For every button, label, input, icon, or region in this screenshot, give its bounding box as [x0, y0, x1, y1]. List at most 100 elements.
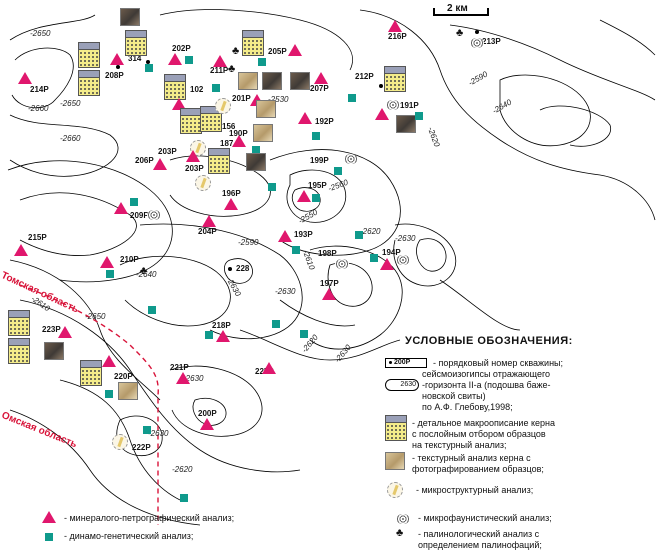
contour-label: -2660 — [60, 134, 81, 143]
contour-line — [449, 24, 656, 101]
mineral-analysis-marker — [380, 258, 394, 270]
well-label: 228 — [236, 264, 250, 273]
mineral-analysis-marker — [232, 135, 246, 147]
mineral-analysis-marker — [102, 355, 116, 367]
contour-line — [499, 74, 591, 147]
mineral-analysis-marker — [297, 190, 311, 202]
legend-palynology-icon: ♣ — [396, 527, 404, 539]
dynamo-analysis-marker — [106, 270, 114, 278]
legend-item-core-description: - детальное макроописание керна с послой… — [412, 418, 555, 450]
legend-core-icon — [385, 415, 407, 441]
well-point — [475, 30, 479, 34]
core-description-marker — [208, 148, 230, 174]
mineral-analysis-marker — [176, 372, 190, 384]
contour-line — [169, 365, 263, 437]
well-label: 314 — [128, 54, 142, 63]
mineral-analysis-marker — [18, 72, 32, 84]
contour-line — [291, 187, 321, 212]
dynamo-analysis-marker — [180, 494, 188, 502]
contour-line — [286, 169, 347, 223]
mineral-analysis-marker — [186, 150, 200, 162]
microfauna-marker — [344, 154, 358, 164]
well-label: 187 — [220, 139, 234, 148]
contour-line — [393, 223, 457, 287]
microfauna-marker — [396, 255, 410, 265]
legend-title: УСЛОВНЫЕ ОБОЗНАЧЕНИЯ: — [405, 335, 573, 347]
palynology-marker: ♣ — [232, 45, 240, 57]
texture-photo-marker — [290, 72, 310, 90]
dynamo-analysis-marker — [370, 254, 378, 262]
legend-item-texture-analysis: - текстурный анализ керна с фотографиров… — [412, 453, 544, 474]
contour-label: -2630 — [275, 287, 296, 296]
contour-line — [7, 160, 173, 283]
well-label: 213Р — [482, 37, 501, 46]
dynamo-analysis-marker — [312, 194, 320, 202]
core-description-marker — [78, 70, 100, 96]
contour-label: -2640 — [136, 270, 157, 279]
dynamo-analysis-marker — [355, 231, 363, 239]
palynology-marker: ♣ — [140, 265, 148, 277]
well-label: 197Р — [320, 279, 339, 288]
contour-line — [416, 238, 447, 272]
legend-well-sample: 200Р — [385, 358, 427, 368]
well-label: 200Р — [198, 409, 217, 418]
core-description-marker — [164, 74, 186, 100]
contour-line — [11, 47, 74, 109]
contour-line — [224, 258, 253, 284]
well-label: 215Р — [28, 233, 47, 242]
dynamo-analysis-marker — [300, 330, 308, 338]
well-label: 221Р — [170, 363, 189, 372]
contour-line — [192, 397, 227, 426]
mineral-analysis-marker — [200, 418, 214, 430]
mineral-analysis-marker — [14, 244, 28, 256]
well-label: 156 — [222, 122, 236, 131]
mineral-analysis-marker — [216, 330, 230, 342]
well-label: 202Р — [172, 44, 191, 53]
mineral-analysis-marker — [375, 108, 389, 120]
texture-photo-marker — [238, 72, 258, 90]
mineral-analysis-marker — [202, 215, 216, 227]
contour-line — [119, 255, 231, 327]
mineral-analysis-marker — [314, 72, 328, 84]
legend-item-palynology: - палинологический анализ с определением… — [418, 529, 542, 550]
mineral-analysis-marker — [153, 158, 167, 170]
contour-line — [9, 14, 96, 41]
legend-dynamo-icon — [45, 533, 53, 541]
well-label: 210Р — [120, 255, 139, 264]
mineral-analysis-marker — [262, 362, 276, 374]
legend-contour-sample: 2630 — [385, 379, 419, 391]
dynamo-analysis-marker — [312, 132, 320, 140]
contour-label: -2620 — [360, 227, 381, 236]
dynamo-analysis-marker — [105, 390, 113, 398]
contour-label: -2630 — [395, 234, 416, 243]
contour-label: -2620 — [172, 465, 193, 474]
contour-line — [359, 9, 656, 221]
contour-line — [59, 379, 181, 501]
well-label: 218Р — [212, 321, 231, 330]
texture-photo-marker — [246, 153, 266, 171]
well-label: 190Р — [229, 129, 248, 138]
dynamo-analysis-marker — [348, 94, 356, 102]
dynamo-analysis-marker — [415, 112, 423, 120]
well-label: 214Р — [30, 85, 49, 94]
mineral-analysis-marker — [100, 256, 114, 268]
dynamo-analysis-marker — [143, 426, 151, 434]
microfauna-marker — [335, 259, 349, 269]
mineral-analysis-marker — [213, 55, 227, 67]
mineral-analysis-marker — [388, 20, 402, 32]
well-point — [116, 65, 120, 69]
dynamo-analysis-marker — [185, 56, 193, 64]
scale-bar: 2 км — [433, 3, 489, 16]
dynamo-analysis-marker — [252, 146, 260, 154]
contour-line — [439, 279, 521, 331]
contour-line — [539, 105, 611, 147]
legend-item-dynamo-analysis: - динамо-генетический анализ; — [64, 531, 194, 541]
well-label: 192Р — [315, 117, 334, 126]
microfauna-marker — [386, 100, 400, 110]
contour-line — [599, 19, 656, 56]
dynamo-analysis-marker — [258, 58, 266, 66]
well-label: 196Р — [222, 189, 241, 198]
legend-item-microfauna: - микрофаунистический анализ; — [418, 513, 552, 523]
contour-line — [279, 299, 356, 327]
legend-mineral-icon — [42, 511, 56, 523]
